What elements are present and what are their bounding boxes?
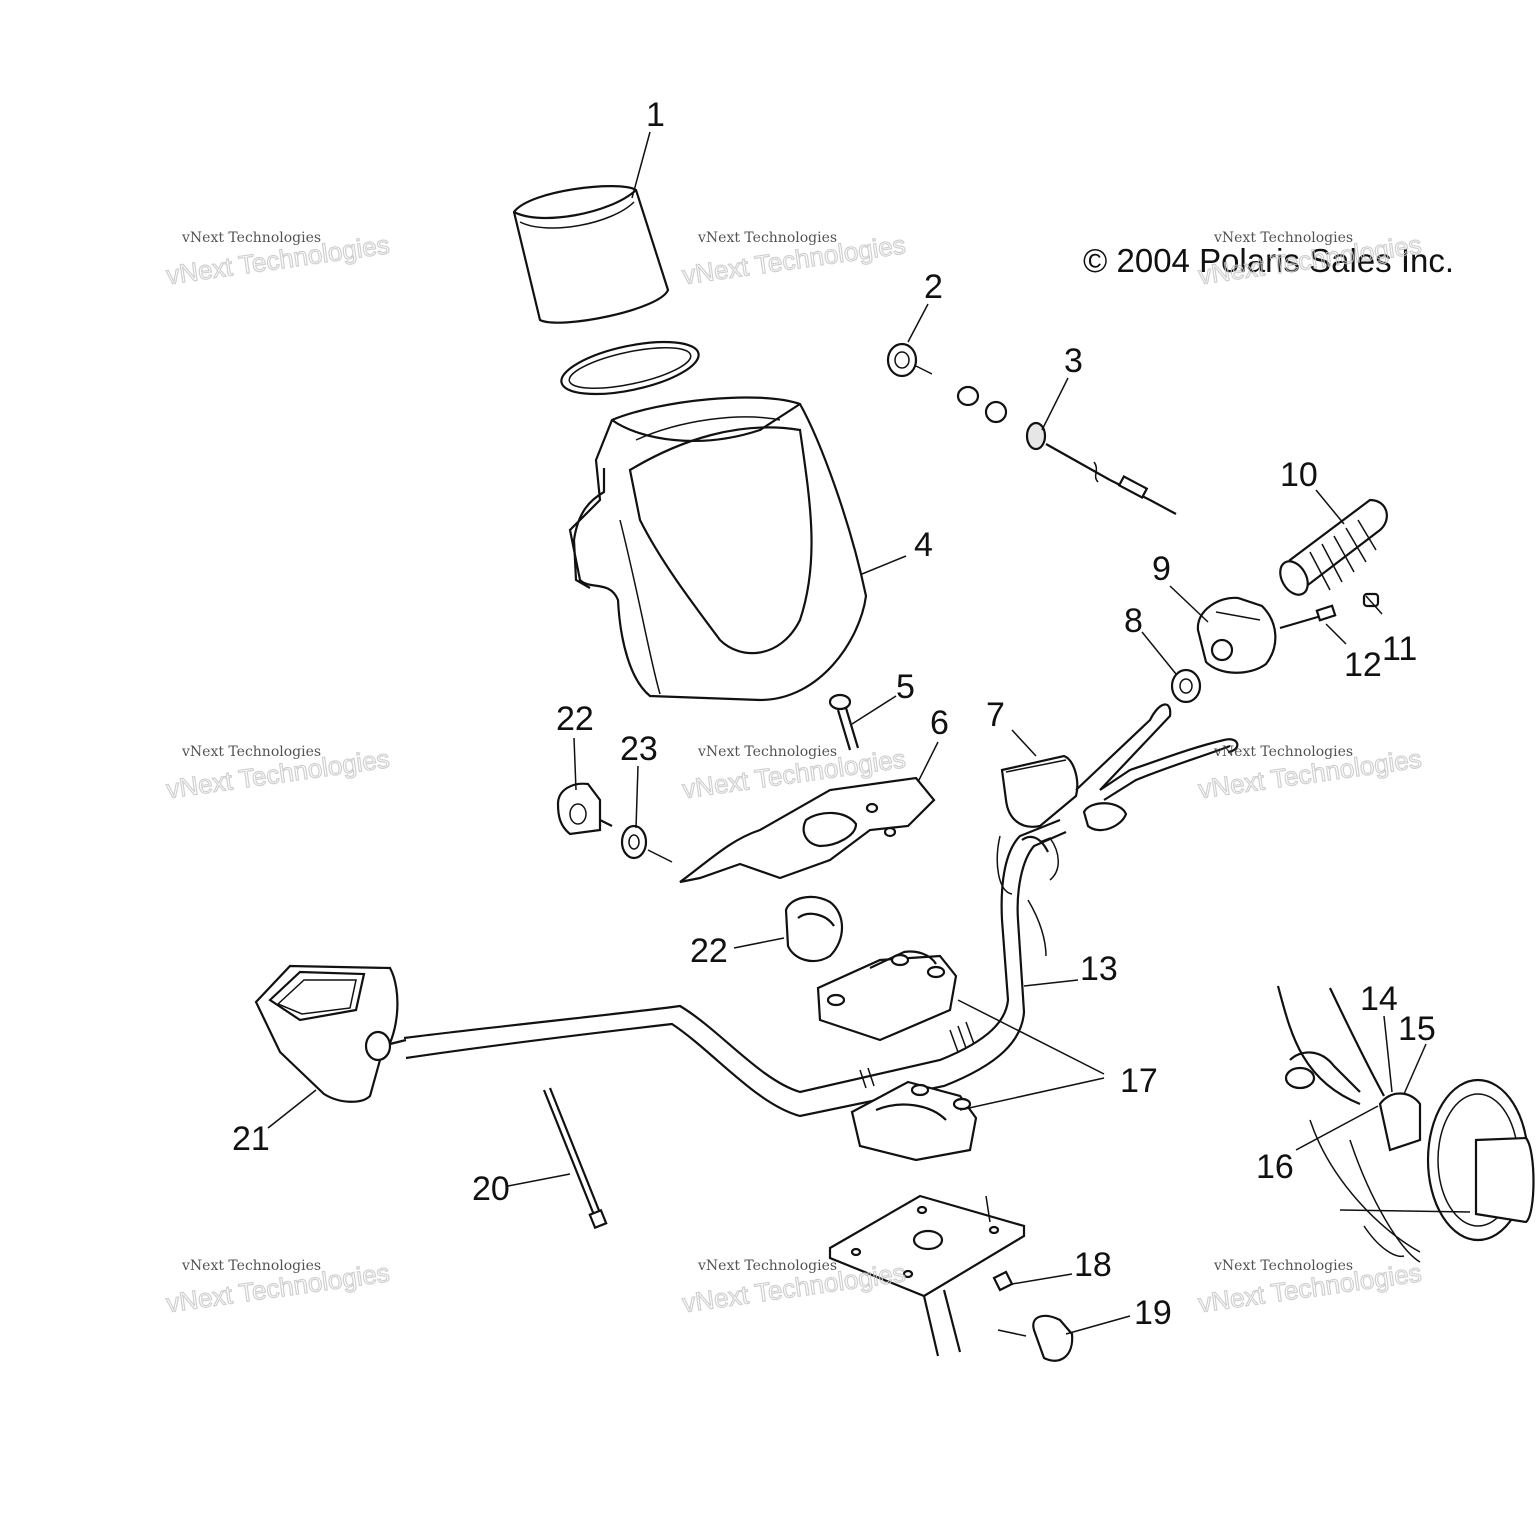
svg-text:vNext Technologies: vNext Technologies xyxy=(181,744,321,760)
callout-19: 19 xyxy=(1134,1294,1172,1332)
svg-text:vNext Technologies: vNext Technologies xyxy=(181,1258,321,1274)
callout-17: 17 xyxy=(1120,1062,1158,1100)
part-18-mounting-plate xyxy=(828,1194,1026,1357)
watermark: vNext Technologies vNext Technologies xyxy=(164,1257,392,1319)
callout-20: 20 xyxy=(472,1170,510,1208)
callout-13: 13 xyxy=(1080,950,1118,988)
callout-1: 1 xyxy=(646,96,665,134)
part-4-headlight-pod xyxy=(568,396,868,702)
callout-14: 14 xyxy=(1360,980,1398,1018)
svg-text:vNext Technologies: vNext Technologies xyxy=(1213,1258,1353,1274)
part-6-mounting-bracket xyxy=(679,776,936,884)
part-14-16-brake-assembly xyxy=(1276,985,1535,1263)
part-10-hand-grip xyxy=(1279,498,1388,596)
part-5-bolt xyxy=(828,693,860,751)
svg-text:vNext Technologies: vNext Technologies xyxy=(697,744,837,760)
callout-23: 23 xyxy=(620,730,658,768)
callout-4: 4 xyxy=(914,526,933,564)
part-11-screw xyxy=(1362,592,1380,608)
callout-2: 2 xyxy=(924,268,943,306)
part-20-cable-tie xyxy=(542,1087,608,1230)
callout-8: 8 xyxy=(1124,602,1143,640)
watermark: vNext Technologies vNext Technologies xyxy=(680,229,908,291)
part-17-upper-clamp xyxy=(816,950,958,1042)
part-12-screw xyxy=(1279,604,1337,630)
part-13-handlebar xyxy=(403,818,1067,1118)
part-2-nut xyxy=(886,342,933,378)
svg-text:vNext Technologies: vNext Technologies xyxy=(697,230,837,246)
part-22-upper-grommet xyxy=(556,782,613,836)
callout-9: 9 xyxy=(1152,550,1171,588)
callout-5: 5 xyxy=(896,668,915,706)
svg-text:vNext Technologies: vNext Technologies xyxy=(1213,744,1353,760)
part-1-headlight-lens xyxy=(512,185,700,396)
watermark: vNext Technologies vNext Technologies xyxy=(1196,1257,1424,1319)
part-7-master-cylinder xyxy=(1000,703,1239,832)
watermark: vNext Technologies vNext Technologies xyxy=(164,743,392,805)
part-3-switch-assembly xyxy=(956,385,1177,515)
callout-18: 18 xyxy=(1074,1246,1112,1284)
watermark: vNext Technologies vNext Technologies xyxy=(164,229,392,291)
callout-labels: 1 2 3 4 5 6 7 8 9 10 11 12 13 14 15 16 1… xyxy=(232,96,1436,1332)
svg-text:vNext Technologies: vNext Technologies xyxy=(181,230,321,246)
copyright-notice: © 2004 Polaris Sales Inc. xyxy=(1083,242,1454,279)
callout-3: 3 xyxy=(1064,342,1083,380)
svg-text:vNext Technologies: vNext Technologies xyxy=(1213,230,1353,246)
part-23-washer xyxy=(620,824,673,863)
part-9-switch-housing xyxy=(1196,596,1277,674)
callout-22-upper: 22 xyxy=(556,700,594,738)
callout-16: 16 xyxy=(1256,1148,1294,1186)
callout-7: 7 xyxy=(986,696,1005,734)
leader-lines xyxy=(267,131,1427,1335)
part-18-nut xyxy=(992,1270,1014,1292)
watermark-layer: vNext Technologies vNext Technologies vN… xyxy=(164,229,1424,1319)
callout-12: 12 xyxy=(1344,646,1382,684)
watermark: vNext Technologies vNext Technologies xyxy=(1196,743,1424,805)
callout-6: 6 xyxy=(930,704,949,742)
part-17-lower-clamp xyxy=(850,1080,978,1162)
part-21-left-control-housing xyxy=(254,964,407,1103)
callout-21: 21 xyxy=(232,1120,270,1158)
svg-text:vNext Technologies: vNext Technologies xyxy=(697,1258,837,1274)
callout-22-lower: 22 xyxy=(690,932,728,970)
part-8-bushing xyxy=(1170,668,1202,704)
callout-11: 11 xyxy=(1382,630,1417,668)
part-19-clamp xyxy=(997,1314,1074,1362)
callout-10: 10 xyxy=(1280,456,1318,494)
part-22-lower-grommet xyxy=(784,895,843,963)
callout-15: 15 xyxy=(1398,1010,1436,1048)
